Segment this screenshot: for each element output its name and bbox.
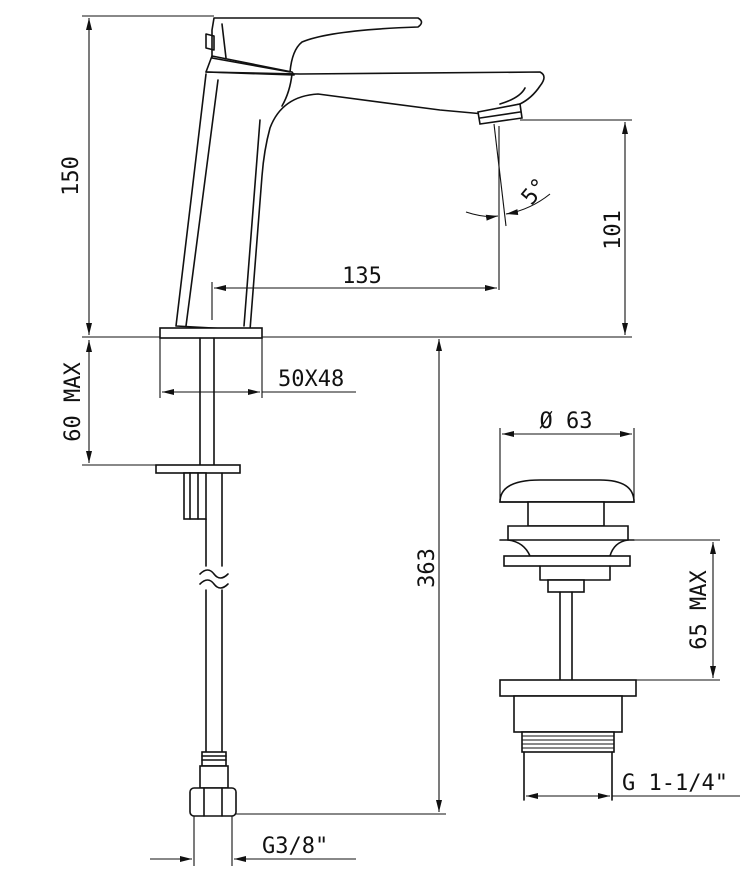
waste-thread-label: G 1-1/4": [622, 771, 728, 796]
waste-cap: [499, 479, 635, 503]
waste-thickness-label: 65 MAX: [687, 570, 712, 650]
dimension-deck-thickness: 60 MAX: [61, 340, 156, 466]
waste-thread: [521, 731, 615, 753]
spout-height-label: 101: [601, 210, 626, 250]
dimension-overall-height: 150: [59, 15, 214, 338]
waste-locknut: [499, 679, 637, 697]
dimension-waste-thread: G 1-1/4": [526, 771, 740, 799]
fixing-washer: [155, 464, 241, 474]
hose-hex-nut: [189, 787, 237, 817]
spout-angle-label: 5°: [517, 174, 553, 210]
dimension-spout-height: 101: [262, 119, 632, 338]
dimension-hose-length: 363: [236, 339, 446, 815]
hose-thread-label: G3/8": [262, 834, 328, 859]
hose-crimp: [201, 751, 227, 767]
base-plate: [159, 327, 263, 339]
base-size-label: 50X48: [278, 367, 344, 392]
break-mark: [199, 569, 229, 579]
pop-up-waste: [499, 479, 637, 801]
aerator: [477, 103, 523, 125]
waste-body: [513, 695, 623, 733]
flexible-hose: [189, 472, 237, 817]
waste-diameter-label: Ø 63: [540, 409, 593, 434]
spout-reach-label: 135: [342, 264, 382, 289]
overall-height-label: 150: [59, 156, 84, 196]
deck-thickness-label: 60 MAX: [61, 362, 86, 442]
dimension-base-size: 50X48: [159, 338, 356, 398]
fixing-nut: [183, 472, 207, 520]
spout: [205, 71, 545, 113]
dimension-waste-diameter: Ø 63: [499, 409, 635, 500]
dimension-spout-angle: 5°: [465, 123, 553, 227]
dimension-spout-reach: 135: [211, 126, 500, 320]
faucet-body: [159, 17, 545, 339]
lever-handle: [211, 17, 423, 73]
dimension-hose-thread: G3/8": [150, 816, 356, 866]
waste-flange: [503, 555, 631, 567]
dimension-waste-thickness: 65 MAX: [634, 539, 720, 681]
hose-length-label: 363: [415, 548, 440, 588]
under-deck-fixing: [155, 337, 241, 520]
